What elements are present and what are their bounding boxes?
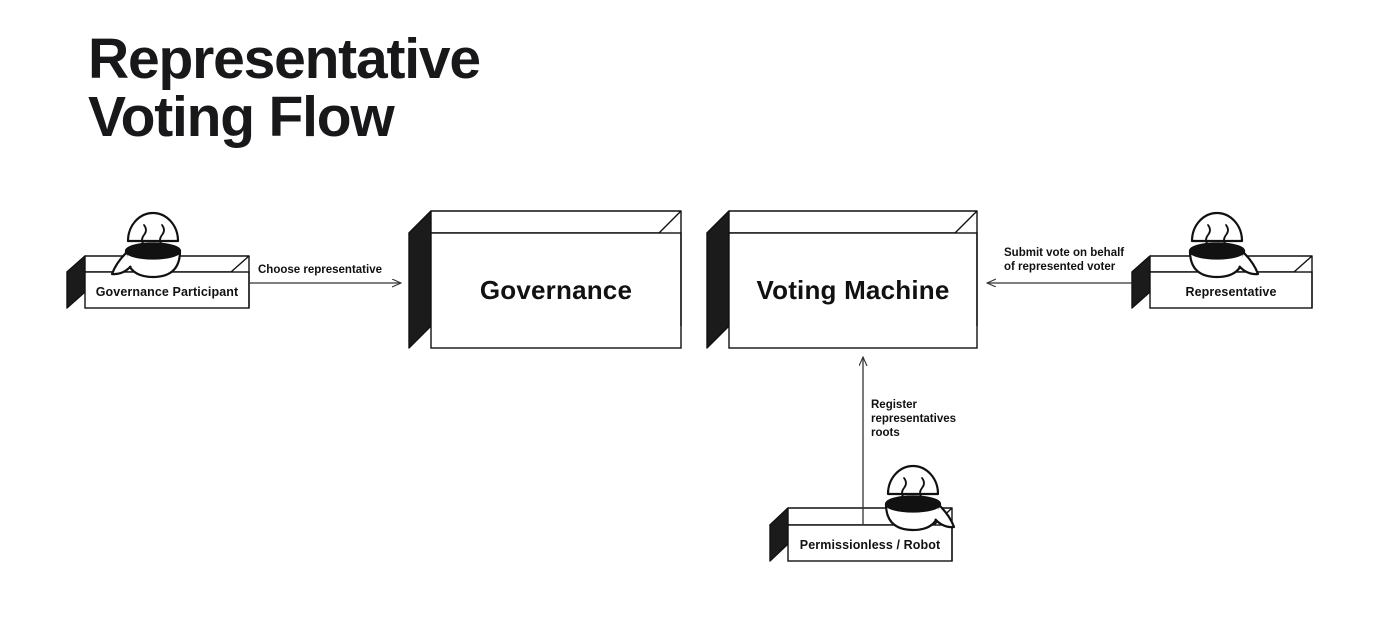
edge-label-choose-representative: Choose representative [258, 264, 382, 276]
node-governance[interactable] [408, 210, 682, 349]
node-voting-machine[interactable] [706, 210, 978, 349]
box-front-face [84, 271, 250, 309]
page-title: Representative Voting Flow [88, 30, 688, 146]
box-front-face [728, 232, 978, 349]
box-side-face [769, 507, 789, 562]
page-title-line-2: Voting Flow [88, 85, 395, 149]
governance-participant-actor-icon [110, 211, 182, 279]
box-side-face [1131, 255, 1151, 309]
box-top-face [408, 210, 682, 234]
edge-label-submit-vote: Submit vote on behalf of represented vot… [1004, 247, 1125, 273]
node-governance-participant[interactable] [66, 211, 250, 309]
box-front-face [1149, 271, 1313, 309]
node-representative[interactable] [1131, 211, 1313, 309]
box-side-face [706, 210, 730, 349]
box-side-face [408, 210, 432, 349]
permissionless-robot-actor-icon [884, 464, 956, 532]
edge-label-register-representatives-roots: Register representatives roots [871, 399, 957, 439]
page-title-line-1: Representative [88, 27, 481, 91]
box-front-face [430, 232, 682, 349]
representative-actor-icon [1188, 211, 1260, 279]
box-top-face [706, 210, 978, 234]
box-side-face [66, 255, 86, 309]
box-front-face [787, 524, 953, 562]
node-permissionless-robot[interactable] [769, 464, 956, 562]
